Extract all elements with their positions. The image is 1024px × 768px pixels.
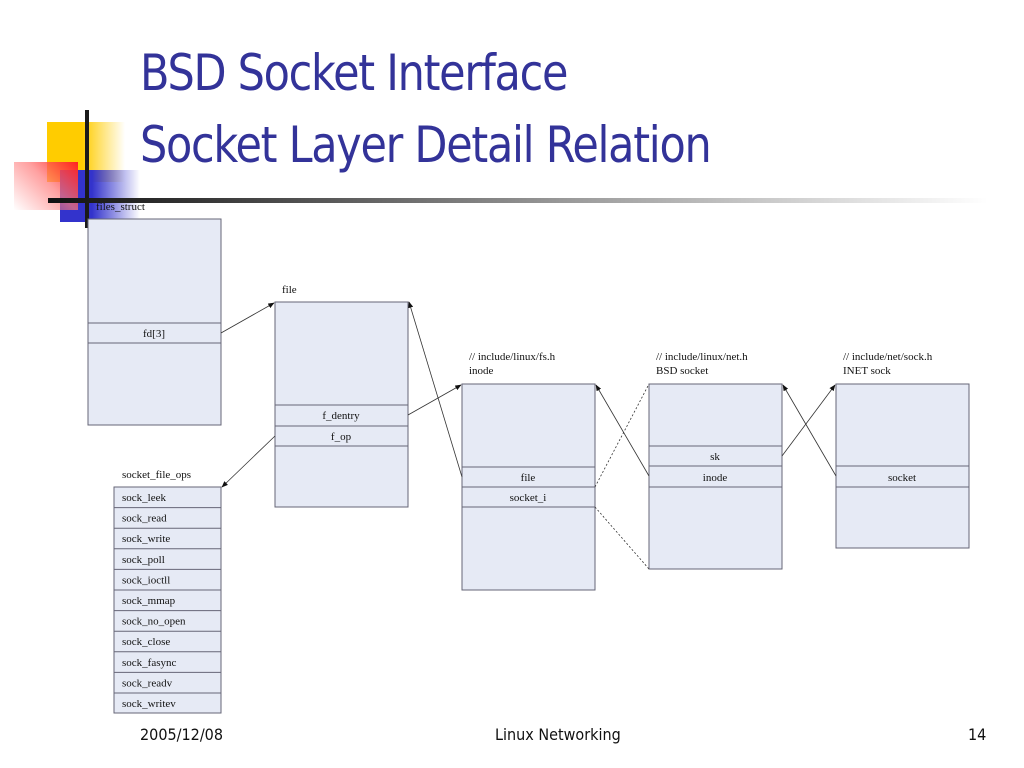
struct-bsd-socket: // include/linux/net.h BSD socket sk ino…	[648, 351, 783, 570]
struct-label: INET sock	[843, 365, 891, 377]
field-sock-poll: sock_poll	[122, 554, 165, 566]
struct-socket-file-ops: socket_file_ops sock_leek sock_read sock_w…	[113, 469, 222, 714]
field-inode: inode	[703, 472, 728, 484]
field-f-dentry: f_dentry	[322, 410, 360, 422]
slide-title-line-1: BSD Socket Interface	[140, 44, 568, 102]
struct-label: inode	[469, 365, 494, 377]
arrow-f-dentry-to-inode	[407, 384, 462, 416]
field-fd3: fd[3]	[143, 328, 165, 340]
slide-title-line-2: Socket Layer Detail Relation	[140, 116, 712, 174]
struct-box	[113, 486, 222, 714]
field-socket-i: socket_i	[510, 492, 547, 504]
struct-header: // include/linux/net.h	[656, 351, 748, 363]
dashed-socket-i-top	[594, 383, 650, 488]
arrow-socket-to-bsd-socket	[782, 384, 837, 477]
footer-date: 2005/12/08	[140, 725, 223, 744]
arrow-fd3-to-file	[220, 302, 275, 334]
footer-title: Linux Networking	[495, 725, 621, 744]
arrow-bsd-inode-to-inode	[595, 384, 650, 477]
struct-inode: // include/linux/fs.h inode file socket_…	[461, 351, 596, 591]
field-sock-ioctll: sock_ioctll	[122, 574, 170, 586]
struct-label: file	[282, 284, 297, 296]
field-socket: socket	[888, 472, 916, 484]
struct-inet-sock: // include/net/sock.h INET sock socket	[835, 351, 970, 549]
struct-label: socket_file_ops	[122, 469, 191, 481]
field-sock-fasync: sock_fasync	[122, 657, 176, 669]
struct-box	[87, 218, 222, 426]
struct-files-struct: files_struct fd[3]	[87, 201, 222, 426]
field-sock-writev: sock_writev	[122, 698, 176, 710]
arrow-inode-file-to-file	[408, 301, 463, 478]
decorative-vertical-bar	[85, 110, 89, 228]
field-sock-read: sock_read	[122, 513, 167, 525]
struct-header: // include/linux/fs.h	[469, 351, 556, 363]
struct-header: // include/net/sock.h	[843, 351, 933, 363]
field-sock-leek: sock_leek	[122, 492, 166, 504]
arrow-f-op-to-socket-file-ops	[221, 435, 276, 488]
slide-number: 14	[968, 725, 987, 744]
field-sock-mmap: sock_mmap	[122, 595, 176, 607]
dashed-socket-i-bottom	[594, 506, 650, 570]
title-underline-bar	[48, 198, 988, 203]
field-sk: sk	[710, 451, 720, 463]
field-f-op: f_op	[331, 431, 352, 443]
field-sock-readv: sock_readv	[122, 677, 173, 689]
field-sock-close: sock_close	[122, 636, 170, 648]
struct-label: BSD socket	[656, 365, 708, 377]
struct-box	[648, 383, 783, 570]
field-sock-write: sock_write	[122, 533, 170, 545]
struct-file: file f_dentry f_op	[274, 284, 409, 508]
field-sock-no-open: sock_no_open	[122, 616, 186, 628]
field-file: file	[521, 472, 536, 484]
arrow-sk-to-inet-sock	[781, 384, 836, 457]
struct-label: files_struct	[96, 201, 145, 213]
